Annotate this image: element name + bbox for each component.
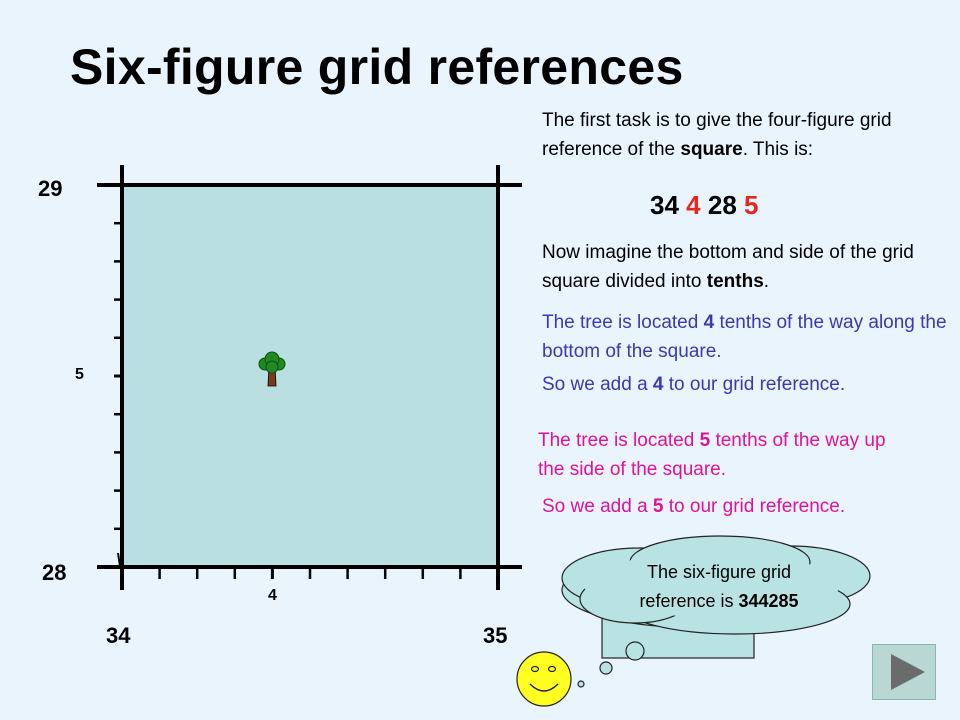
tree-side-text: The tree is located 5 tenths of the way … <box>538 426 908 484</box>
ref-northing: 28 <box>707 190 737 220</box>
tenths-text-part: Now imagine the bottom and side of the g… <box>542 242 914 292</box>
easting-right-label: 35 <box>483 623 508 648</box>
easting-left-label: 34 <box>106 623 131 648</box>
add-five-part: So we add a <box>542 496 653 517</box>
tree-bottom-num: 4 <box>703 312 715 333</box>
tree-bottom-text: The tree is located 4 tenths of the way … <box>542 308 954 366</box>
six-figure-reference: 344285 <box>738 591 799 611</box>
add-four-text: So we add a 4 to our grid reference. <box>542 370 942 399</box>
thought-line-2-part: reference is <box>639 591 739 611</box>
ref-easting-tenths: 4 <box>686 190 701 220</box>
side-tenths-label: 5 <box>75 366 84 383</box>
northing-bottom-label: 28 <box>42 560 67 585</box>
four-figure-reference: 34 4 28 5 <box>650 190 758 221</box>
tenths-text-bold: tenths <box>706 271 764 292</box>
add-five-text: So we add a 5 to our grid reference. <box>542 492 942 521</box>
thought-line-2: reference is 344285 <box>600 587 838 616</box>
task-text-part: The first task is to give the four-figur… <box>542 110 892 160</box>
ref-northing-tenths: 5 <box>744 190 759 220</box>
thought-cloud <box>561 535 871 688</box>
task-text: The first task is to give the four-figur… <box>542 106 942 164</box>
play-triangle-icon <box>891 654 925 690</box>
thought-line-1: The six-figure grid <box>646 562 792 582</box>
tree-bottom-end: tenths of the way along the bottom of th… <box>542 312 947 362</box>
tenths-text-end: . <box>763 271 770 292</box>
tree-icon <box>258 351 286 387</box>
slide-title: Six-figure grid references <box>70 39 684 95</box>
add-four-end: to our grid reference. <box>663 374 846 395</box>
tree-side-num: 5 <box>699 430 711 451</box>
add-four-part: So we add a <box>542 374 653 395</box>
corner-arrow-icon <box>117 552 135 568</box>
tree-side-end: tenths of the way up the side of the squ… <box>538 430 886 480</box>
add-five-end: to our grid reference. <box>663 496 846 517</box>
ref-easting: 34 <box>650 190 679 220</box>
add-four-num: 4 <box>652 374 664 395</box>
thought-bubble-text: The six-figure grid reference is 344285 <box>600 558 838 616</box>
grid-square <box>122 185 498 567</box>
task-text-bold: square <box>680 139 743 160</box>
tree-bottom-part: The tree is located <box>542 312 704 333</box>
add-five-num: 5 <box>652 496 664 517</box>
tenths-text: Now imagine the bottom and side of the g… <box>542 238 942 296</box>
northing-top-label: 29 <box>38 176 63 201</box>
tree-side-part: The tree is located <box>538 430 700 451</box>
task-text-end: . This is: <box>742 139 814 160</box>
bottom-tenths-label: 4 <box>268 587 277 604</box>
next-slide-button[interactable] <box>872 644 936 700</box>
smiley-icon <box>516 651 572 707</box>
tenths-ticks <box>114 221 462 579</box>
